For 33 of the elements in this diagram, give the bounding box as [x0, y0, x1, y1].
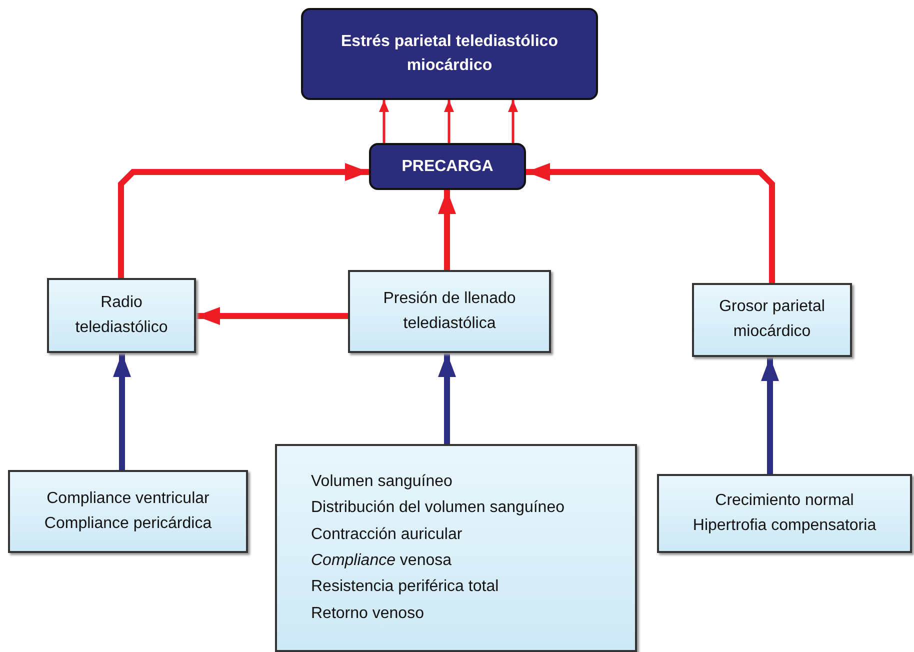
arrow — [438, 353, 456, 444]
box-label: Grosor parietal miocárdico — [718, 297, 826, 342]
factor-box — [8, 470, 248, 553]
arrow — [118, 163, 369, 278]
box-label: Compliance pericárdica — [43, 514, 213, 534]
list-item: Resistencia periférica total — [310, 577, 500, 598]
arrow — [113, 353, 131, 470]
box-label: Hipertrofia compensatoria — [692, 516, 878, 536]
list-item: Distribución del volumen sanguíneo — [310, 498, 566, 518]
box-label: Presión de llenado telediastólica — [382, 288, 517, 334]
factor-list-box — [275, 444, 637, 652]
arrow — [526, 163, 775, 283]
list-item: Compliance venosa — [310, 551, 453, 571]
list-item: Retorno venoso — [310, 604, 425, 624]
arrow — [761, 357, 779, 474]
box-label: Estrés parietal telediastólico miocárdico — [340, 32, 559, 76]
box-label: PRECARGA — [400, 156, 494, 176]
box-label: Radio telediastólico — [74, 292, 169, 338]
title-box — [301, 8, 598, 100]
arrow — [196, 307, 348, 325]
factor-box — [657, 474, 912, 553]
factor-box — [348, 270, 551, 353]
factor-box — [47, 278, 196, 353]
list-item: Contracción auricular — [310, 524, 464, 545]
box-label: Crecimiento normal — [714, 490, 855, 511]
box-label: Compliance ventricular — [46, 488, 210, 509]
arrow — [508, 100, 518, 143]
factor-box — [692, 283, 852, 357]
list-item: Volumen sanguíneo — [310, 472, 454, 492]
arrow — [444, 100, 454, 143]
arrow — [379, 100, 389, 143]
title-box — [369, 143, 526, 190]
arrow — [438, 190, 456, 270]
